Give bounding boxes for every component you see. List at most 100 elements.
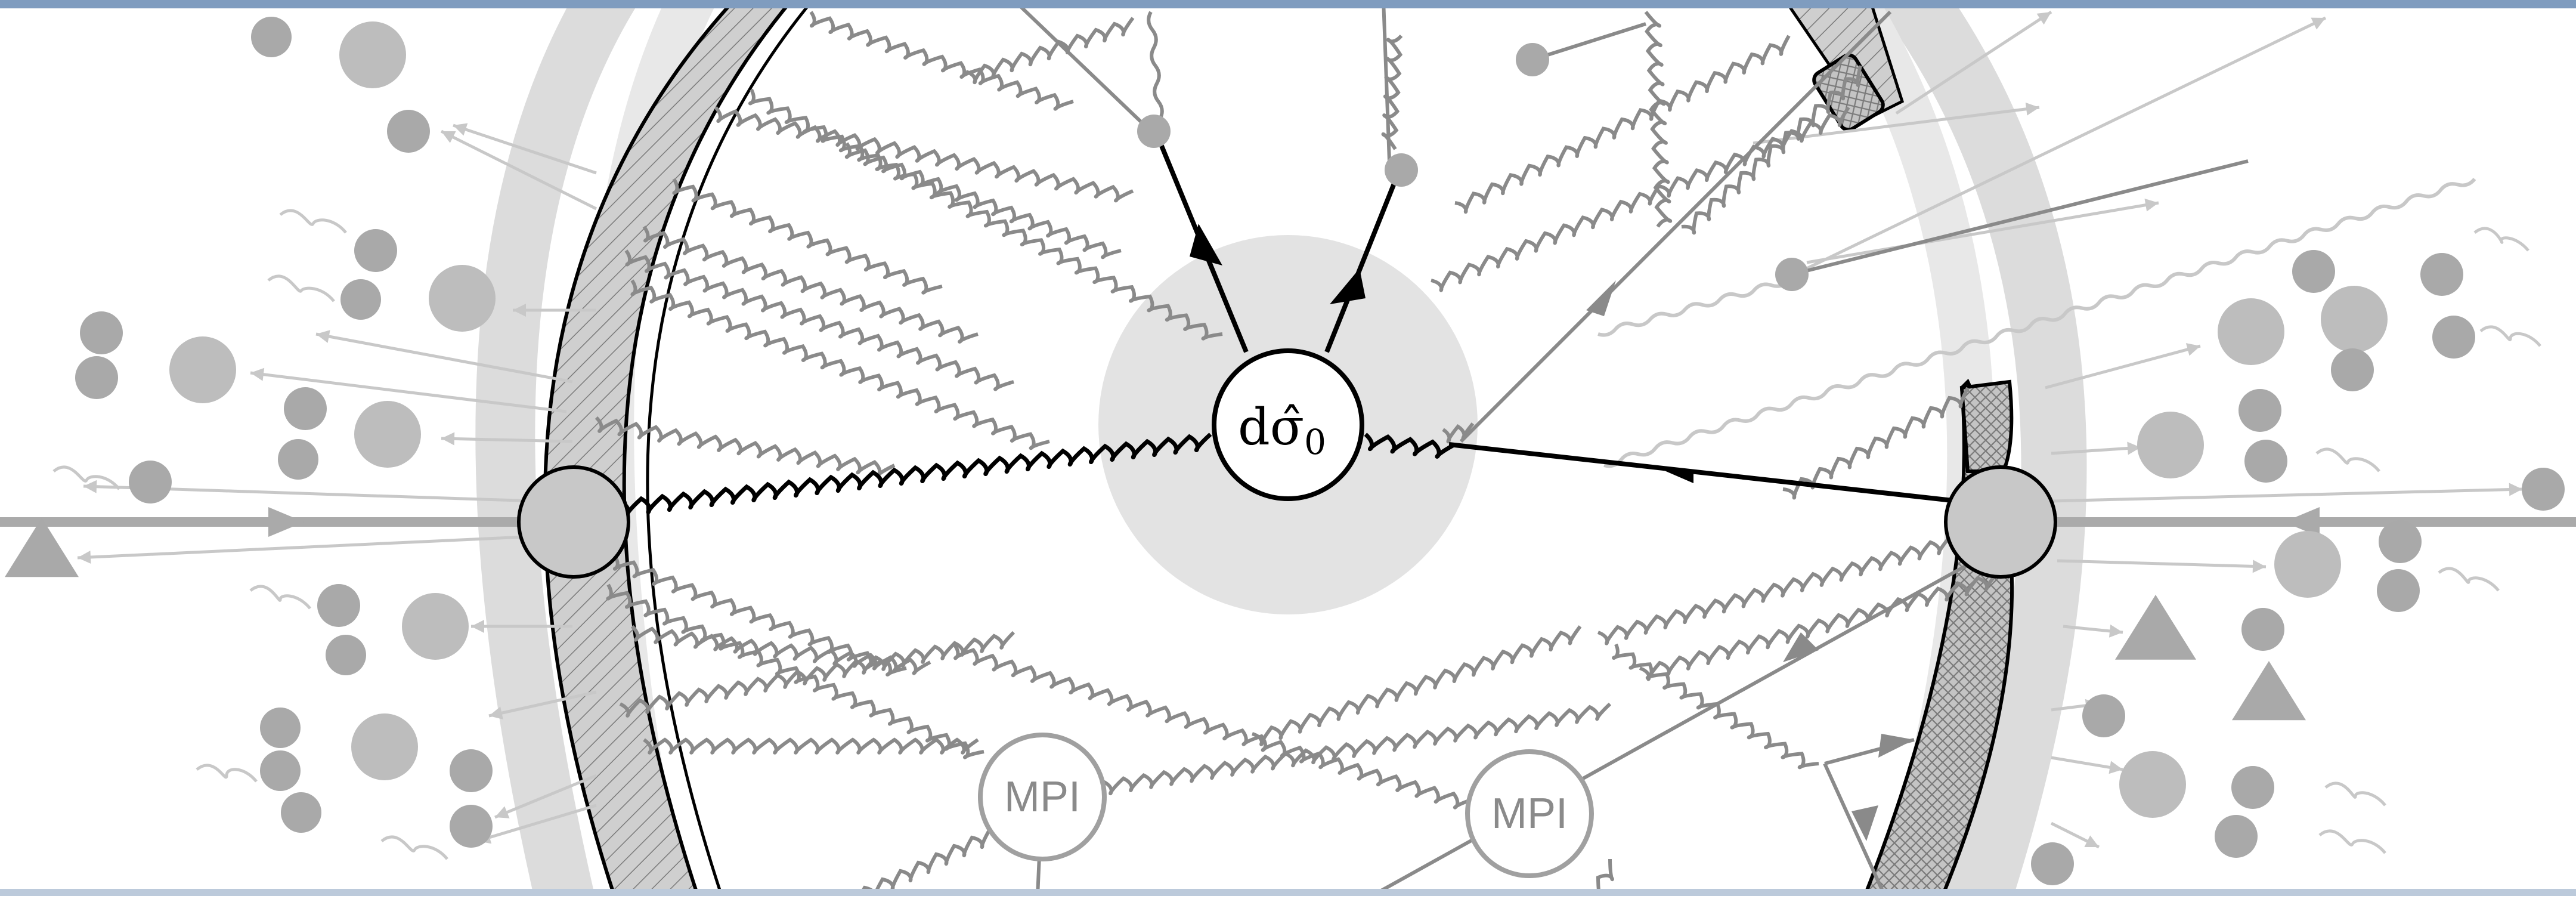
- shower-gluon: [809, 11, 1074, 111]
- hadron-track-arrow: [471, 620, 484, 633]
- hadron-track: [440, 129, 597, 211]
- hadron-track-arrow: [2036, 12, 2051, 25]
- photon-line: [1597, 279, 1791, 337]
- hadron-track: [2051, 487, 2523, 503]
- hadron: [2274, 531, 2341, 598]
- shower-gluon: [847, 828, 992, 896]
- decay-photon: [2479, 325, 2541, 347]
- decay-photon: [2473, 227, 2529, 252]
- hadron: [260, 750, 301, 791]
- decay-photon: [279, 209, 347, 234]
- hadron: [2082, 694, 2125, 737]
- hadron: [326, 635, 366, 675]
- decay-photon: [52, 465, 120, 490]
- shower-gluon: [642, 225, 979, 344]
- hadron: [2031, 842, 2074, 885]
- shower-gluon: [612, 554, 907, 677]
- decay-photon: [267, 274, 335, 302]
- hadron-track-arrow: [2144, 198, 2159, 212]
- hadron-track-arrow: [495, 806, 510, 818]
- mpi-label-2: MPI: [1491, 790, 1568, 838]
- hadron: [354, 401, 421, 468]
- shower-gluon: [630, 625, 931, 675]
- hadron: [2292, 250, 2335, 293]
- right-shower-band-upper: [1959, 379, 2014, 473]
- incoming-gluons: [619, 432, 1456, 517]
- shower-gluon: [619, 631, 1015, 718]
- hadron: [2331, 348, 2374, 391]
- hadron-track-arrow: [2109, 624, 2123, 638]
- hadron-triangle: [2115, 595, 2196, 660]
- shower-vertices: [1137, 43, 1809, 291]
- hard-process-label: dσ̂: [1238, 398, 1304, 456]
- shower-gluon: [965, 17, 1135, 85]
- incoming-gluon-left: [619, 432, 1212, 517]
- hadron: [2379, 520, 2422, 563]
- hadron-track-arrow: [513, 304, 526, 317]
- hadron-track: [2045, 344, 2201, 390]
- shower-gluon: [643, 737, 979, 755]
- hadron-track-arrow: [2025, 102, 2039, 116]
- hadron: [2377, 569, 2420, 612]
- hadron-track-arrow: [316, 330, 330, 343]
- decay-photon: [2315, 447, 2380, 472]
- hadron-track: [1806, 16, 2327, 270]
- shower-gluon: [1251, 625, 1582, 746]
- hadron-triangle: [2232, 661, 2306, 721]
- hadron-track: [2051, 446, 2141, 455]
- hadron: [351, 713, 418, 780]
- hadron-triangle: [5, 518, 79, 577]
- hadron-track-arrow: [441, 432, 455, 446]
- hadron: [2244, 440, 2287, 483]
- hadron: [339, 21, 406, 88]
- mpi-vertex-1: MPI: [978, 733, 1107, 861]
- shower-lines: [1012, 0, 2249, 896]
- hadron: [2119, 751, 2186, 818]
- final-state-hadrons: [5, 17, 2565, 885]
- hadron-right: [1944, 465, 2057, 579]
- hadron: [129, 461, 172, 503]
- hadron: [260, 708, 301, 748]
- hard-process-subscript: 0: [1304, 422, 1326, 462]
- hadron-track-arrow: [2509, 483, 2522, 496]
- hadron: [340, 279, 381, 320]
- hadron: [284, 387, 327, 430]
- hard-process-arrows: [1190, 224, 1693, 483]
- shower-arrows: [1586, 280, 1914, 841]
- mpi-label-1: MPI: [1004, 773, 1080, 821]
- hadron: [2420, 253, 2463, 296]
- hadron-track: [476, 804, 597, 843]
- shower-gluon: [1644, 11, 1673, 228]
- shower-gluon: [606, 583, 984, 759]
- decay-photon: [249, 585, 311, 610]
- hadron: [2432, 316, 2475, 359]
- decay-photon: [2438, 567, 2500, 592]
- decay-photon: [380, 835, 448, 860]
- mpi-vertex-2: MPI: [1465, 749, 1594, 878]
- shower-gluon: [1597, 536, 1952, 645]
- shower-gluon: [1782, 387, 1970, 500]
- svg-text:dσ̂0: dσ̂0: [1238, 398, 1326, 462]
- hadron-track-arrow: [2127, 441, 2141, 455]
- hadron-track-arrow: [489, 706, 503, 719]
- photon-line: [1147, 11, 1164, 121]
- hadron-track: [250, 371, 567, 413]
- hadron: [2321, 286, 2388, 353]
- left-shower-band: [543, 0, 795, 896]
- hadron-track: [2057, 559, 2267, 569]
- shower-gluon: [624, 249, 1014, 391]
- right-hadron-ring-outer: [1873, 0, 2087, 896]
- decay-photon: [2318, 829, 2386, 854]
- decay-photon: [196, 764, 258, 783]
- hadron-track: [1895, 10, 2052, 115]
- hadron-track: [77, 535, 525, 560]
- hadron: [2215, 815, 2258, 858]
- shower-gluon: [1454, 35, 1791, 214]
- hadron-track-arrow: [78, 550, 91, 564]
- hadron-track-arrow: [250, 367, 265, 381]
- shower-gluon: [952, 643, 1473, 810]
- hard-process-vertex: dσ̂0: [1212, 348, 1364, 501]
- hadron: [2241, 608, 2284, 651]
- hadron: [2231, 766, 2274, 809]
